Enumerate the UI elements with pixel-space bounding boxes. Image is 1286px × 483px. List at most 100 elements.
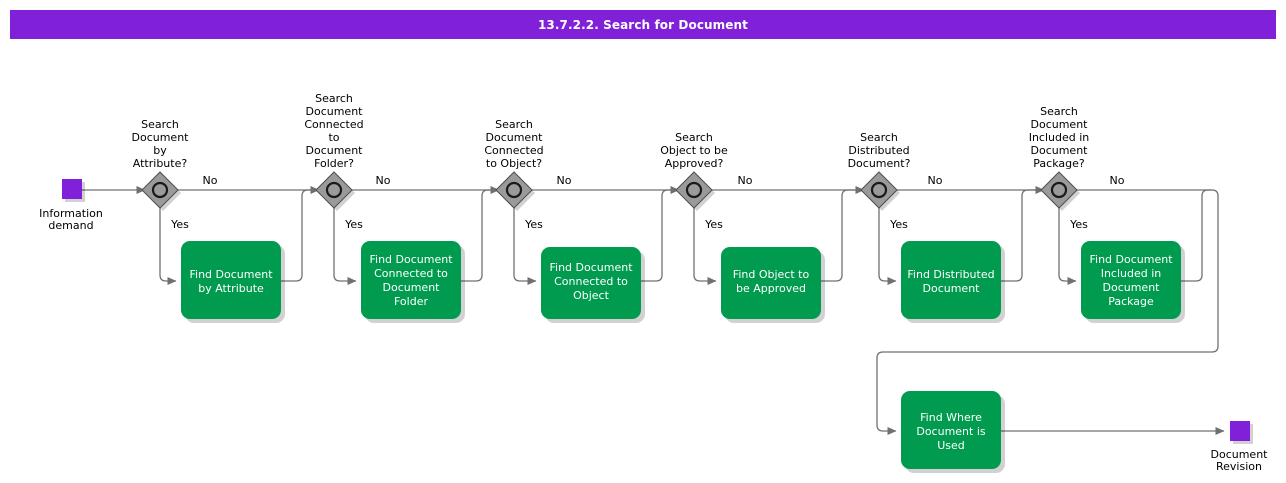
gateway2-yes-label: Yes xyxy=(344,218,363,231)
connector-gw4-yes xyxy=(693,205,717,285)
gateway6-label-line3: Included in xyxy=(1029,131,1090,144)
gateway1-label-line3: by xyxy=(153,144,167,157)
task3-label-line2: Connected to xyxy=(554,275,628,288)
gateway2-label-line6: Folder? xyxy=(314,157,354,170)
task4-box xyxy=(721,247,821,319)
task7-box xyxy=(901,391,1001,469)
end-event-label-line2: Revision xyxy=(1216,460,1262,473)
task1-label-line1: Find Document xyxy=(189,268,273,281)
task-find-document-by-attribute[interactable]: Find Document by Attribute xyxy=(181,241,285,323)
gateway4-inclusive-circle-icon xyxy=(685,181,703,199)
task6-box xyxy=(1081,241,1181,319)
connector-gw6-no xyxy=(876,189,1219,435)
task5-label-line2: Document xyxy=(923,282,981,295)
end-event-document-revision[interactable]: Document Revision xyxy=(1211,421,1269,473)
gateway3-label-line3: Connected xyxy=(484,144,543,157)
gateway6-label-line1: Search xyxy=(1040,105,1078,118)
gateway4-label-line2: Object to be xyxy=(660,144,728,157)
gateway6-inclusive-circle-icon xyxy=(1050,181,1068,199)
gateway5-label-line2: Distributed xyxy=(848,144,909,157)
gateway6-label-line4: Document xyxy=(1031,144,1089,157)
gateway1-label-line2: Document xyxy=(132,131,190,144)
task7-label-line2: Document is xyxy=(916,425,986,438)
task2-label-line3: Document xyxy=(383,281,441,294)
gateway1-inclusive-circle-icon xyxy=(151,181,169,199)
connector-t1-out xyxy=(281,189,319,282)
start-event-label-line2: demand xyxy=(48,219,93,232)
gateway4-yes-label: Yes xyxy=(704,218,723,231)
gateway3-label-line4: to Object? xyxy=(486,157,542,170)
gateway2-label-line4: to xyxy=(328,131,339,144)
gateway1-yes-label: Yes xyxy=(170,218,189,231)
connector-t5-out xyxy=(1001,189,1044,282)
gateway5-no-label: No xyxy=(928,174,943,187)
gateway-search-document-connected-to-object[interactable]: Search Document Connected to Object? No … xyxy=(484,118,571,231)
task-find-document-included-in-document-package[interactable]: Find Document Included in Document Packa… xyxy=(1081,241,1185,323)
gateway-search-distributed-document[interactable]: Search Distributed Document? No Yes xyxy=(848,131,943,231)
page-title-bar: 13.7.2.2. Search for Document xyxy=(10,10,1276,39)
gateway-search-document-connected-to-document-folder[interactable]: Search Document Connected to Document Fo… xyxy=(304,92,390,231)
gateway5-label-line3: Document? xyxy=(848,157,911,170)
gateway5-label-line1: Search xyxy=(860,131,898,144)
task-find-distributed-document[interactable]: Find Distributed Document xyxy=(901,241,1005,323)
connector-gw5-yes xyxy=(878,205,897,285)
task-find-object-to-be-approved[interactable]: Find Object to be Approved xyxy=(721,247,825,323)
task6-label-line3: Document xyxy=(1103,281,1161,294)
task2-label-line4: Folder xyxy=(394,295,428,308)
start-event-square-icon xyxy=(62,179,82,199)
task-find-where-document-is-used[interactable]: Find Where Document is Used xyxy=(901,391,1005,473)
gateway1-label-line4: Attribute? xyxy=(133,157,188,170)
page-title: 13.7.2.2. Search for Document xyxy=(537,17,749,32)
start-event-information-demand[interactable]: Information demand xyxy=(39,179,103,232)
gateway3-label-line2: Document xyxy=(486,131,544,144)
gateway6-label-line2: Document xyxy=(1031,118,1089,131)
gateway3-yes-label: Yes xyxy=(524,218,543,231)
task1-label-line2: by Attribute xyxy=(198,282,264,295)
gateway2-label-line5: Document xyxy=(306,144,364,157)
gateway2-no-label: No xyxy=(376,174,391,187)
connector-gw2-yes xyxy=(333,205,357,285)
task6-label-line1: Find Document xyxy=(1089,253,1173,266)
task2-label-line1: Find Document xyxy=(369,253,453,266)
gateway3-inclusive-circle-icon xyxy=(505,181,523,199)
gateway3-label-line1: Search xyxy=(495,118,533,131)
start-event-label-line1: Information xyxy=(39,207,103,220)
gateway2-label-line1: Search xyxy=(315,92,353,105)
connector-t3-out xyxy=(641,189,679,282)
connector-layer xyxy=(82,186,1225,435)
gateway-search-document-included-in-document-package[interactable]: Search Document Included in Document Pac… xyxy=(1029,105,1125,231)
end-event-square-icon xyxy=(1230,421,1250,441)
gateway5-inclusive-circle-icon xyxy=(870,181,888,199)
task-find-document-connected-to-object[interactable]: Find Document Connected to Object xyxy=(541,247,645,323)
gateway4-no-label: No xyxy=(738,174,753,187)
task3-box xyxy=(541,247,641,319)
gateway2-label-line3: Connected xyxy=(304,118,363,131)
connector-t4-out xyxy=(821,189,864,282)
task-find-document-connected-to-document-folder[interactable]: Find Document Connected to Document Fold… xyxy=(361,241,465,323)
connector-gw3-yes xyxy=(513,205,537,285)
task2-label-line2: Connected to xyxy=(374,267,448,280)
task2-box xyxy=(361,241,461,319)
gateway3-no-label: No xyxy=(557,174,572,187)
task5-box xyxy=(901,241,1001,319)
task5-label-line1: Find Distributed xyxy=(907,268,994,281)
end-event-label-line1: Document xyxy=(1211,448,1269,461)
task7-label-line1: Find Where xyxy=(920,411,982,424)
gateway4-label-line3: Approved? xyxy=(665,157,724,170)
connector-t2-out xyxy=(461,189,499,282)
connector-t6-out xyxy=(1181,189,1212,282)
gateway-search-object-to-be-approved[interactable]: Search Object to be Approved? No Yes xyxy=(660,131,753,231)
task3-label-line1: Find Document xyxy=(549,261,633,274)
gateway4-label-line1: Search xyxy=(675,131,713,144)
gateway6-no-label: No xyxy=(1110,174,1125,187)
task6-label-line2: Included in xyxy=(1101,267,1162,280)
gateway6-yes-label: Yes xyxy=(1069,218,1088,231)
gateway5-yes-label: Yes xyxy=(889,218,908,231)
gateway-search-document-by-attribute[interactable]: Search Document by Attribute? No Yes xyxy=(132,118,218,231)
gateway1-label-line1: Search xyxy=(141,118,179,131)
task4-label-line1: Find Object to xyxy=(733,268,810,281)
gateway6-label-line5: Package? xyxy=(1033,157,1085,170)
task6-label-line4: Package xyxy=(1108,295,1154,308)
